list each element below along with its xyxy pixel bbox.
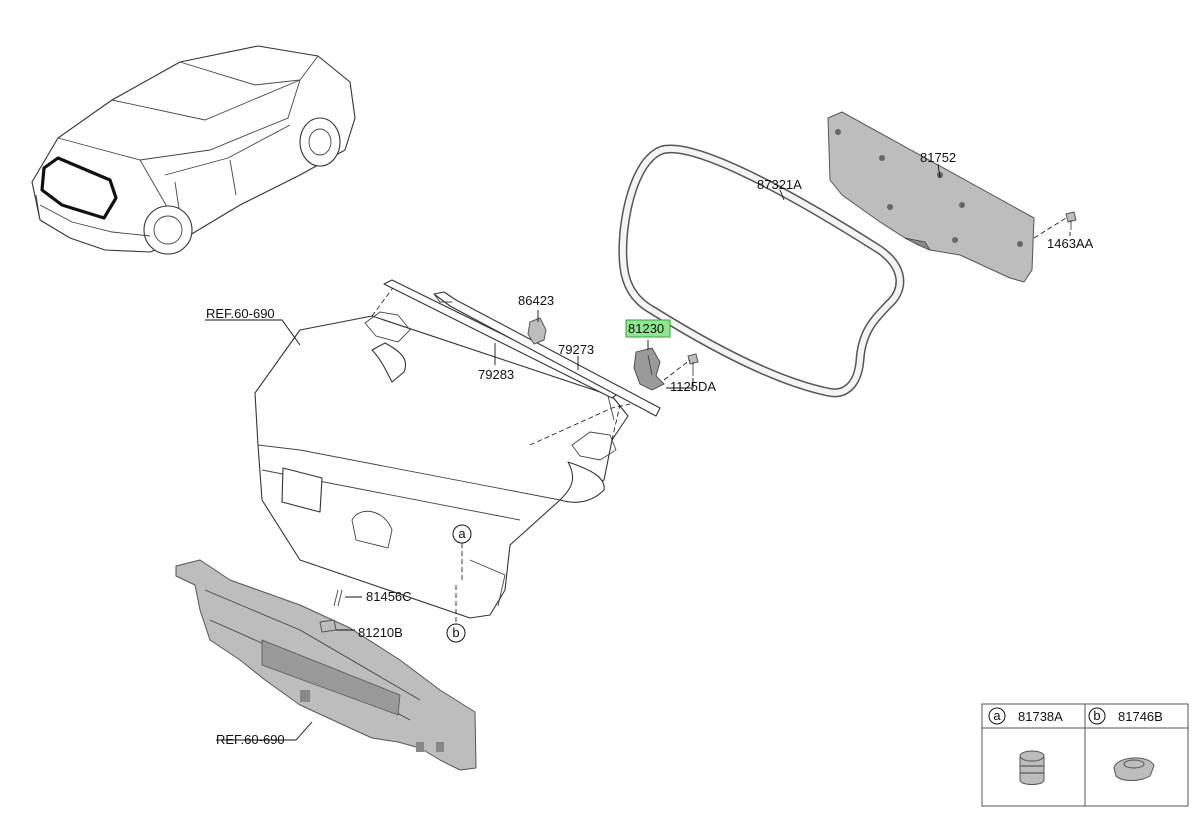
part-labels: REF.60-690 86423 81230 79273 79283 1125D… [206, 150, 1094, 747]
label-1463aa: 1463AA [1047, 236, 1094, 251]
legend-marker-b [1088, 707, 1106, 725]
svg-text:a: a [458, 526, 466, 541]
highlight-81230 [625, 319, 671, 338]
label-81210b: 81210B [358, 625, 403, 640]
part-86423 [527, 317, 547, 345]
legend-table: a 81738A b 81746B [981, 703, 1189, 807]
legend-icon-81738a [1019, 750, 1045, 785]
svg-text:a: a [993, 708, 1001, 723]
legend-icon-81746b [1113, 757, 1155, 781]
part-81230-latch [633, 347, 665, 391]
part-81210b [319, 619, 337, 633]
part-81752-trim-panel [827, 111, 1035, 283]
legend-marker-a [988, 707, 1006, 725]
label-81752: 81752 [920, 150, 956, 165]
label-79283: 79283 [478, 367, 514, 382]
part-81456c [333, 589, 343, 607]
rod-79273 [433, 291, 661, 417]
ref-label-top: REF.60-690 [206, 306, 275, 321]
part-87321a-weatherstrip [618, 144, 905, 398]
label-86423: 86423 [518, 293, 554, 308]
part-1463aa-screw [1033, 211, 1077, 239]
callout-a: a [452, 524, 472, 580]
svg-text:b: b [1093, 708, 1100, 723]
rear-panel [175, 559, 477, 771]
legend-part-a: 81738A [1018, 709, 1063, 724]
label-81456c: 81456C [366, 589, 412, 604]
part-1125da-bolt [663, 353, 699, 381]
ref-label-bottom: REF.60-690 [216, 732, 285, 747]
svg-text:b: b [452, 625, 459, 640]
legend-part-b: 81746B [1118, 709, 1163, 724]
car-thumbnail [31, 45, 356, 255]
trunk-lid [254, 284, 631, 619]
leader-lines [205, 163, 1071, 741]
label-87321a: 87321A [757, 177, 802, 192]
label-79273: 79273 [558, 342, 594, 357]
label-1125da: 1125DA [670, 379, 716, 394]
label-81230: 81230 [628, 321, 664, 336]
callout-b: b [446, 585, 466, 643]
